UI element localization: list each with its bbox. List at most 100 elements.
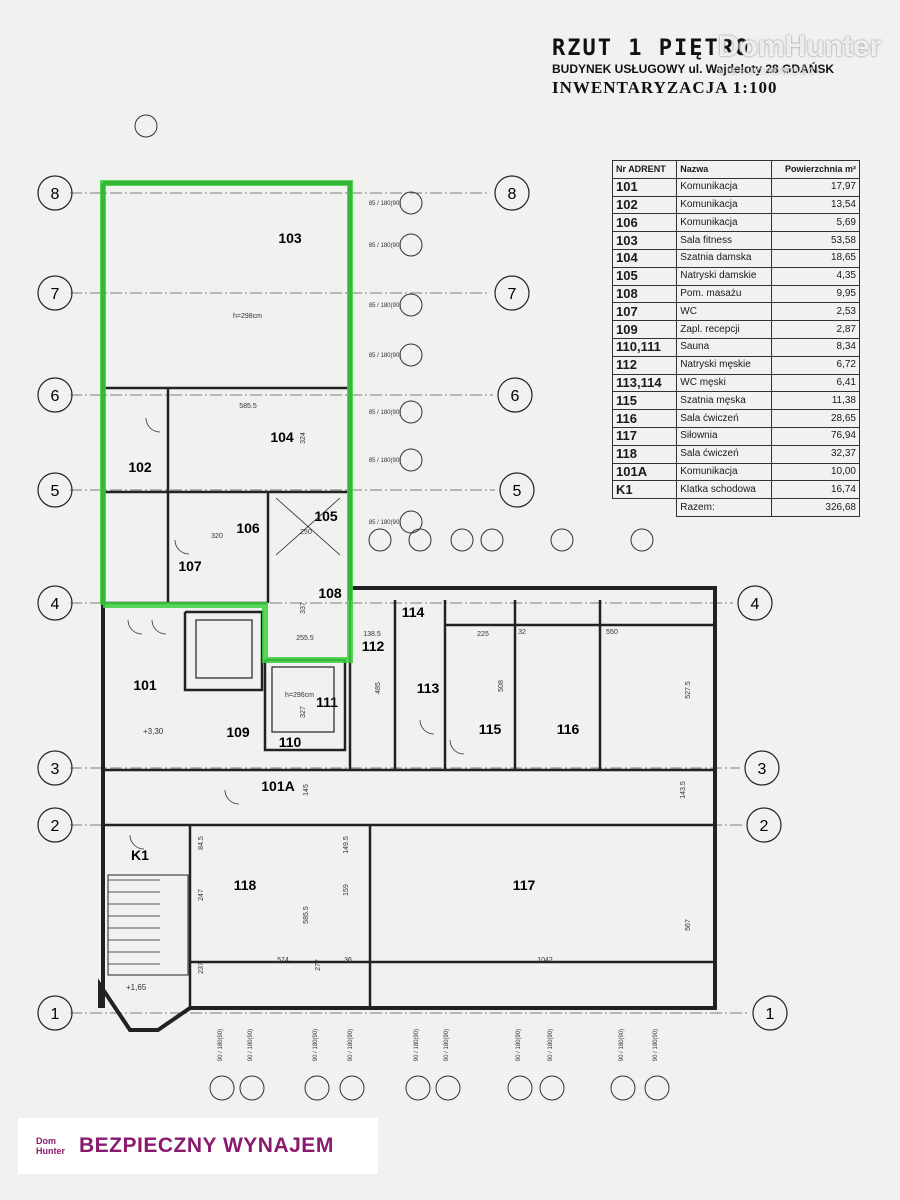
window-label: 90 / 180(90) [653, 1029, 659, 1061]
grid-bubble-right [497, 377, 533, 413]
dimension-label: 324 [300, 432, 307, 444]
window-marker [399, 400, 423, 424]
grid-label-left: 1 [51, 1006, 60, 1023]
room-name: Szatnia damska [676, 248, 772, 268]
grid-bubble-left [37, 807, 73, 843]
room-id: K1 [611, 480, 678, 500]
window-marker [399, 343, 423, 367]
room-area: 32,37 [770, 444, 861, 464]
plan-subtitle: INWENTARYZACJA 1:100 [552, 78, 778, 97]
room-area: 6,41 [770, 373, 861, 393]
room-number: 117 [513, 877, 536, 893]
banner-logo: Dom Hunter [36, 1136, 65, 1156]
highlighted-area-outline [100, 180, 353, 663]
dimension-label: 159 [343, 884, 350, 896]
window-label: 90 / 180(90) [348, 1029, 354, 1061]
window-label: 85 / 180(90) [369, 353, 401, 359]
watermark-logo: DomHunter NIERUCHOMOŚCI [718, 30, 881, 76]
grid-label-left: 4 [51, 596, 60, 613]
grid-label-left: 3 [51, 761, 60, 778]
grid-label-left: 2 [51, 818, 60, 835]
window-marker [134, 114, 158, 138]
grid-bubble-right [746, 807, 782, 843]
grid-label-left: 7 [51, 286, 60, 303]
room-number: 115 [479, 721, 502, 737]
room-id: 113,114 [611, 373, 678, 393]
dimension-label: 527.5 [685, 681, 692, 699]
level-mark: +1,65 [126, 983, 147, 992]
window-label: 85 / 180(90) [369, 410, 401, 416]
total-value: 326,68 [770, 498, 861, 517]
header-area: Powierzchnia m² [770, 160, 861, 179]
room-number: 109 [226, 724, 250, 740]
plan-title: RZUT 1 PIĘTRO [552, 36, 751, 61]
stair-bay-wall [98, 978, 192, 1032]
dimension-label: 250 [300, 529, 312, 536]
dimension-label: 277 [315, 959, 322, 971]
grid-bubble-left [37, 995, 73, 1031]
grid-bubble-right [494, 175, 530, 211]
door-swing [129, 834, 145, 850]
outer-wall-upper [103, 181, 352, 600]
window-marker [435, 1075, 461, 1101]
room-number: 106 [236, 520, 260, 536]
dimension-label: 550 [606, 629, 618, 636]
header-name: Nazwa [676, 160, 772, 179]
room-id: 118 [611, 444, 678, 464]
dimension-label: 320 [211, 533, 223, 540]
window-marker [405, 1075, 431, 1101]
dimension-label: 84.5 [198, 836, 205, 850]
dimension-label: 237 [198, 962, 205, 974]
grid-label-left: 8 [51, 186, 60, 203]
header-nr: Nr ADRENT [611, 160, 678, 179]
window-label: 90 / 180(90) [548, 1029, 554, 1061]
window-label: 90 / 180(90) [414, 1029, 420, 1061]
watermark-tagline: NIERUCHOMOŚCI [718, 66, 822, 76]
room-number: 102 [128, 459, 152, 475]
dimension-label: 327 [300, 706, 307, 718]
door-swing [151, 619, 167, 635]
grid-bubble-right [499, 472, 535, 508]
room-name: Natryski męskie [676, 355, 772, 375]
window-marker [610, 1075, 636, 1101]
room-id: 110,111 [611, 337, 678, 357]
window-marker [550, 528, 574, 552]
door-swing [224, 789, 240, 805]
room-name: Komunikacja [676, 462, 772, 482]
window-label: 90 / 180(90) [248, 1029, 254, 1061]
window-marker [539, 1075, 565, 1101]
room-number: 114 [402, 604, 425, 620]
room-name: Pom. masażu [676, 284, 772, 304]
room-number: 113 [417, 680, 440, 696]
window-label: 85 / 180(90) [369, 458, 401, 464]
door-swing [449, 739, 465, 755]
window-marker [507, 1075, 533, 1101]
grid-label-right: 8 [508, 186, 517, 203]
grid-label-left: 5 [51, 483, 60, 500]
watermark-brand: DomHunter [718, 30, 882, 63]
shower-diagonal [275, 497, 341, 556]
stair-well [107, 874, 189, 976]
height-label: h=298cm [233, 313, 262, 320]
room-name: Komunikacja [676, 195, 772, 215]
room-number: 111 [316, 694, 338, 710]
room-id: 109 [611, 320, 678, 339]
room-area: 76,94 [770, 426, 861, 446]
window-label: 85 / 180(90) [369, 243, 401, 249]
room-name: Komunikacja [676, 213, 772, 233]
room-name: WC [676, 302, 772, 322]
grid-label-right: 2 [760, 818, 769, 835]
room-area: 28,65 [770, 409, 861, 428]
dimension-label: 145 [303, 784, 310, 796]
safe-rent-banner: Dom Hunter BEZPIECZNY WYNAJEM [18, 1118, 378, 1174]
grid-bubble-left [37, 750, 73, 786]
sauna-inner-box [271, 666, 335, 733]
window-marker [399, 293, 423, 317]
grid-label-right: 7 [508, 286, 517, 303]
dimension-label: 485 [375, 682, 382, 694]
room-id: 106 [611, 213, 678, 233]
